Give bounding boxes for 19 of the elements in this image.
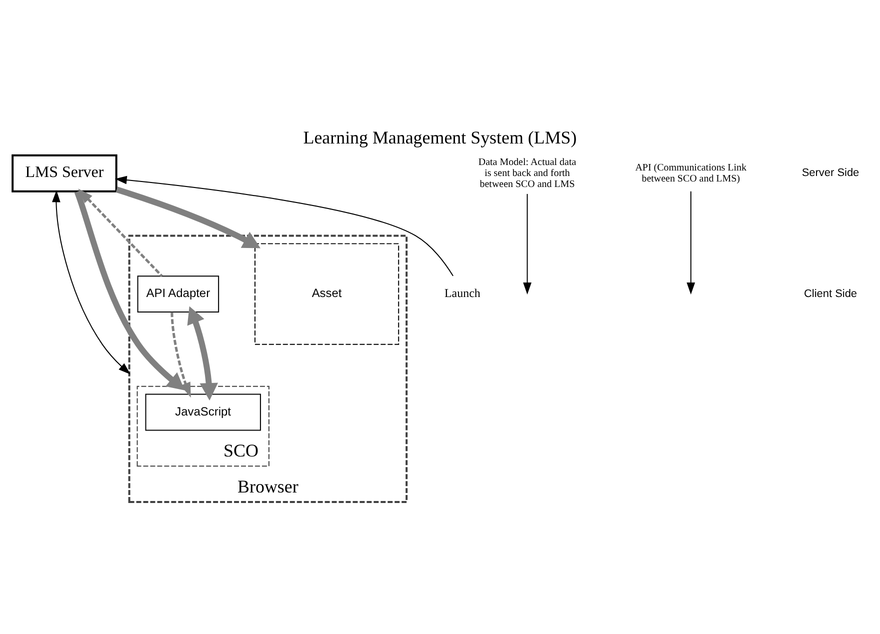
arrow <box>78 188 163 276</box>
node-text: Launch <box>444 286 480 300</box>
node-box: JavaScript <box>145 393 261 430</box>
node-text: API (Communications Link between SCO and LMS) <box>635 162 747 184</box>
arrow <box>74 190 185 390</box>
arrow <box>116 186 260 248</box>
diagram-title: Learning Management System (LMS) <box>303 126 577 147</box>
label: Client Side <box>804 287 858 300</box>
node-box: API Adapter <box>137 275 220 312</box>
label: Server Side <box>802 166 860 179</box>
arrow <box>523 192 532 294</box>
arrow <box>686 190 696 294</box>
node-text: Data Model: Actual data is sent back and forth between SCO and LMS <box>478 156 576 190</box>
arrow <box>52 190 130 374</box>
arrow <box>114 175 454 276</box>
node-box: LMS Server <box>12 154 118 192</box>
arrow <box>170 312 191 398</box>
node-box: Asset <box>254 242 400 344</box>
arrow <box>187 306 218 400</box>
